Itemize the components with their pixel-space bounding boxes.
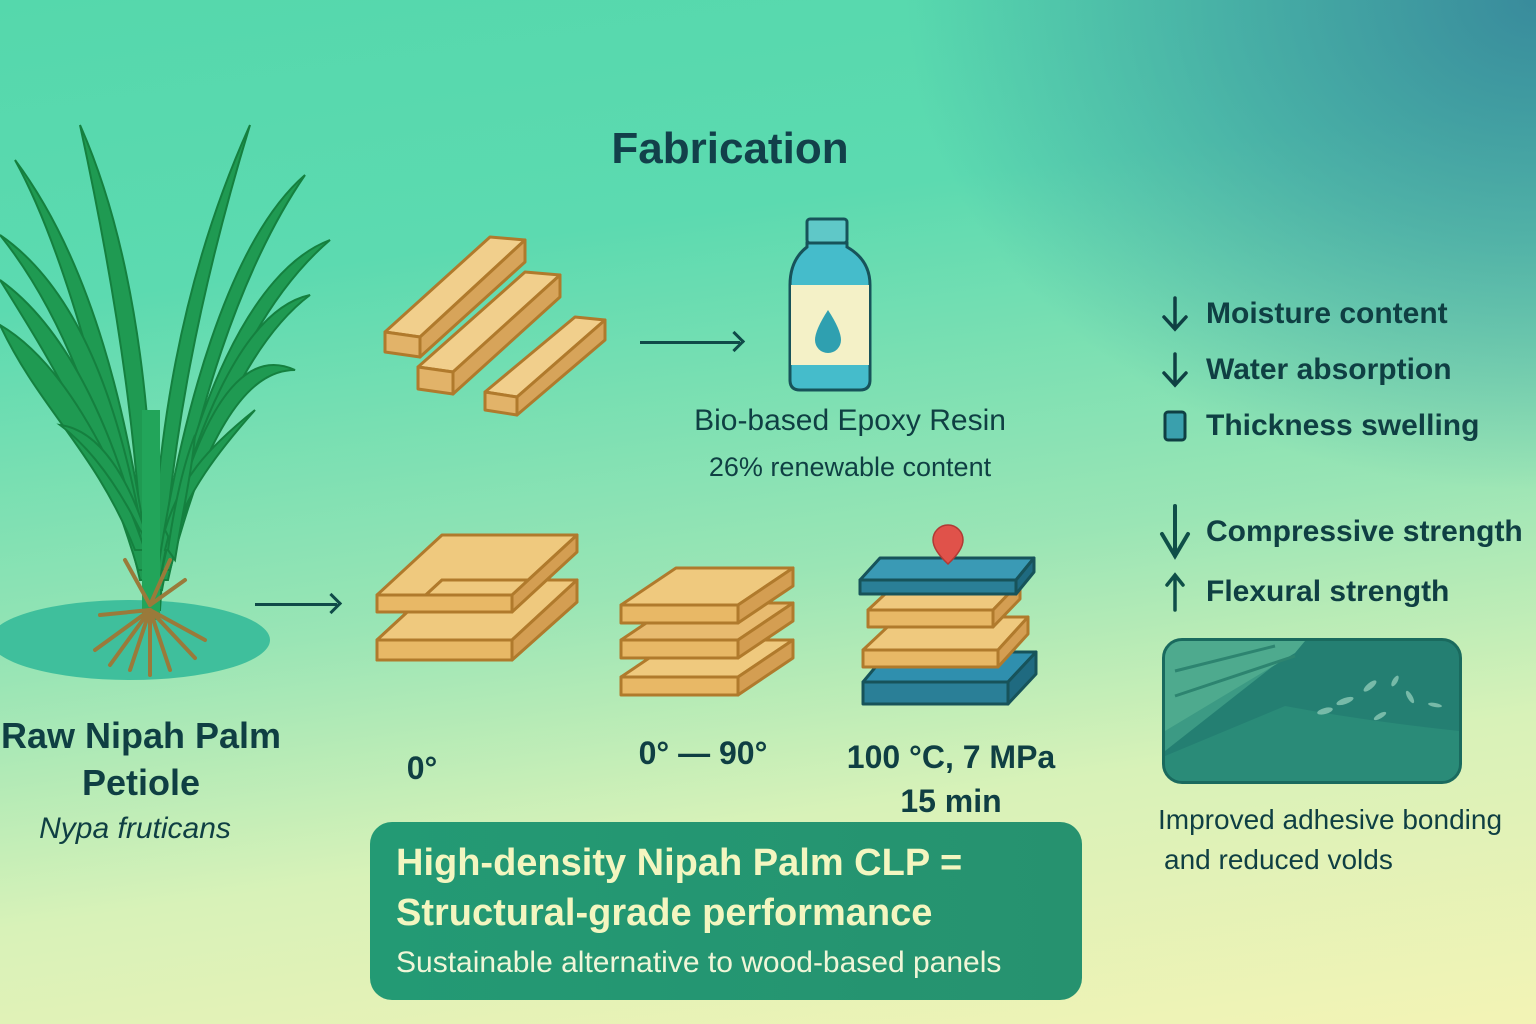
box-icon [1158, 410, 1192, 442]
step-label-0-90deg: 0° — 90° [638, 735, 768, 771]
parallel-lamina-icon [375, 533, 579, 662]
resin-label: Bio-based Epoxy Resin [694, 404, 1006, 437]
caption-line2: and reduced volds [1164, 844, 1393, 875]
resin-bottle-icon [788, 217, 872, 392]
banner-headline-line1: High-density Nipah Palm CLP = [396, 842, 963, 884]
raw-material-label-line2: Petiole [81, 762, 201, 803]
caption-line1: Improved adhesive bonding [1158, 804, 1503, 835]
arrow-right-icon [640, 341, 740, 344]
property-water-absorption: Water absorption [1158, 342, 1523, 398]
property-label: Moisture content [1206, 297, 1448, 330]
raw-material-label-line1: Raw Nipah Palm [0, 715, 282, 756]
arrow-down-icon [1158, 504, 1192, 560]
hot-press-icon [858, 524, 1038, 706]
property-moisture-content: Moisture content [1158, 286, 1523, 342]
nipah-palm-icon [0, 124, 331, 680]
microstructure-image [1162, 638, 1462, 784]
arrow-up-icon [1158, 572, 1192, 612]
press-time: 15 min [900, 783, 1002, 819]
arrow-down-icon [1158, 296, 1192, 332]
arrow-right-icon [255, 603, 337, 606]
banner-headline-line2: Structural-grade performance [396, 892, 933, 934]
property-list: Moisture content Water absorption Thickn… [1158, 286, 1523, 622]
property-label: Thickness swelling [1206, 409, 1480, 442]
step-label-press-conditions: 100 °C, 7 MPa 15 min [840, 735, 1062, 823]
property-flexural-strength: Flexural strength [1158, 562, 1523, 622]
property-label: Water absorption [1206, 353, 1452, 386]
species-name: Nypa fruticans [39, 812, 231, 845]
property-compressive-strength: Compressive strength [1158, 502, 1523, 562]
arrow-down-icon [1158, 352, 1192, 388]
property-label: Flexural strength [1206, 575, 1450, 608]
wood-strips-icon [383, 235, 607, 417]
property-thickness-swelling: Thickness swelling [1158, 398, 1523, 454]
cross-laminated-stack-icon [619, 566, 795, 697]
conclusion-banner: High-density Nipah Palm CLP = Structural… [370, 822, 1082, 1000]
resin-renewable-content: 26% renewable content [708, 452, 992, 482]
property-label: Compressive strength [1206, 515, 1523, 548]
raw-material-label: Raw Nipah Palm Petiole [0, 712, 282, 806]
step-label-0deg: 0° [406, 750, 438, 786]
microstructure-caption: Improved adhesive bonding and reduced vo… [1158, 800, 1502, 880]
banner-subtitle: Sustainable alternative to wood-based pa… [396, 946, 1002, 979]
press-temp-pressure: 100 °C, 7 MPa [846, 739, 1056, 775]
page-title: Fabrication [611, 124, 849, 173]
